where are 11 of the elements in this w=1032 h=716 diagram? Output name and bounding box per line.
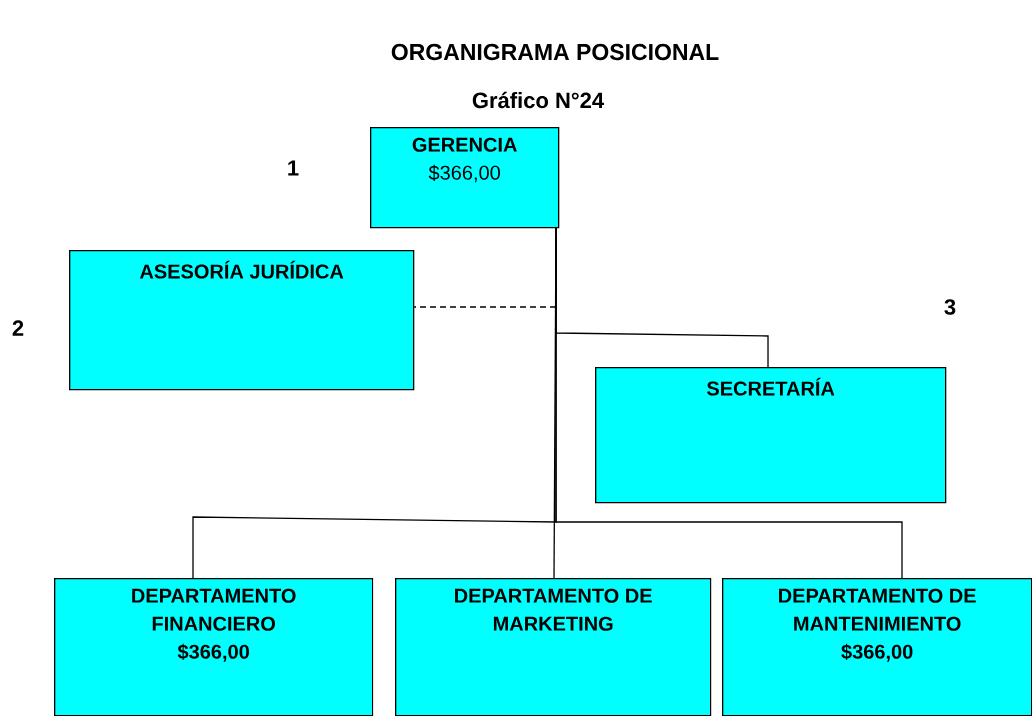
org-box: GERENCIA $366,00: [370, 127, 560, 229]
level-number: 1: [288, 160, 299, 176]
chart-number: Gráfico N°24: [472, 91, 604, 109]
level-number: 3: [944, 299, 956, 315]
org-box: DEPARTAMENTO DE MANTENIMIENTO $366,00: [722, 578, 1032, 716]
org-box: SECRETARÍA: [595, 367, 947, 504]
org-box: DEPARTAMENTO FINANCIERO $366,00: [54, 578, 374, 716]
title: ORGANIGRAMA POSICIONAL: [391, 43, 719, 61]
org-box: DEPARTAMENTO DE MARKETING: [395, 578, 712, 716]
level-number: 2: [12, 320, 24, 336]
org-box: ASESORÍA JURÍDICA: [69, 250, 415, 391]
